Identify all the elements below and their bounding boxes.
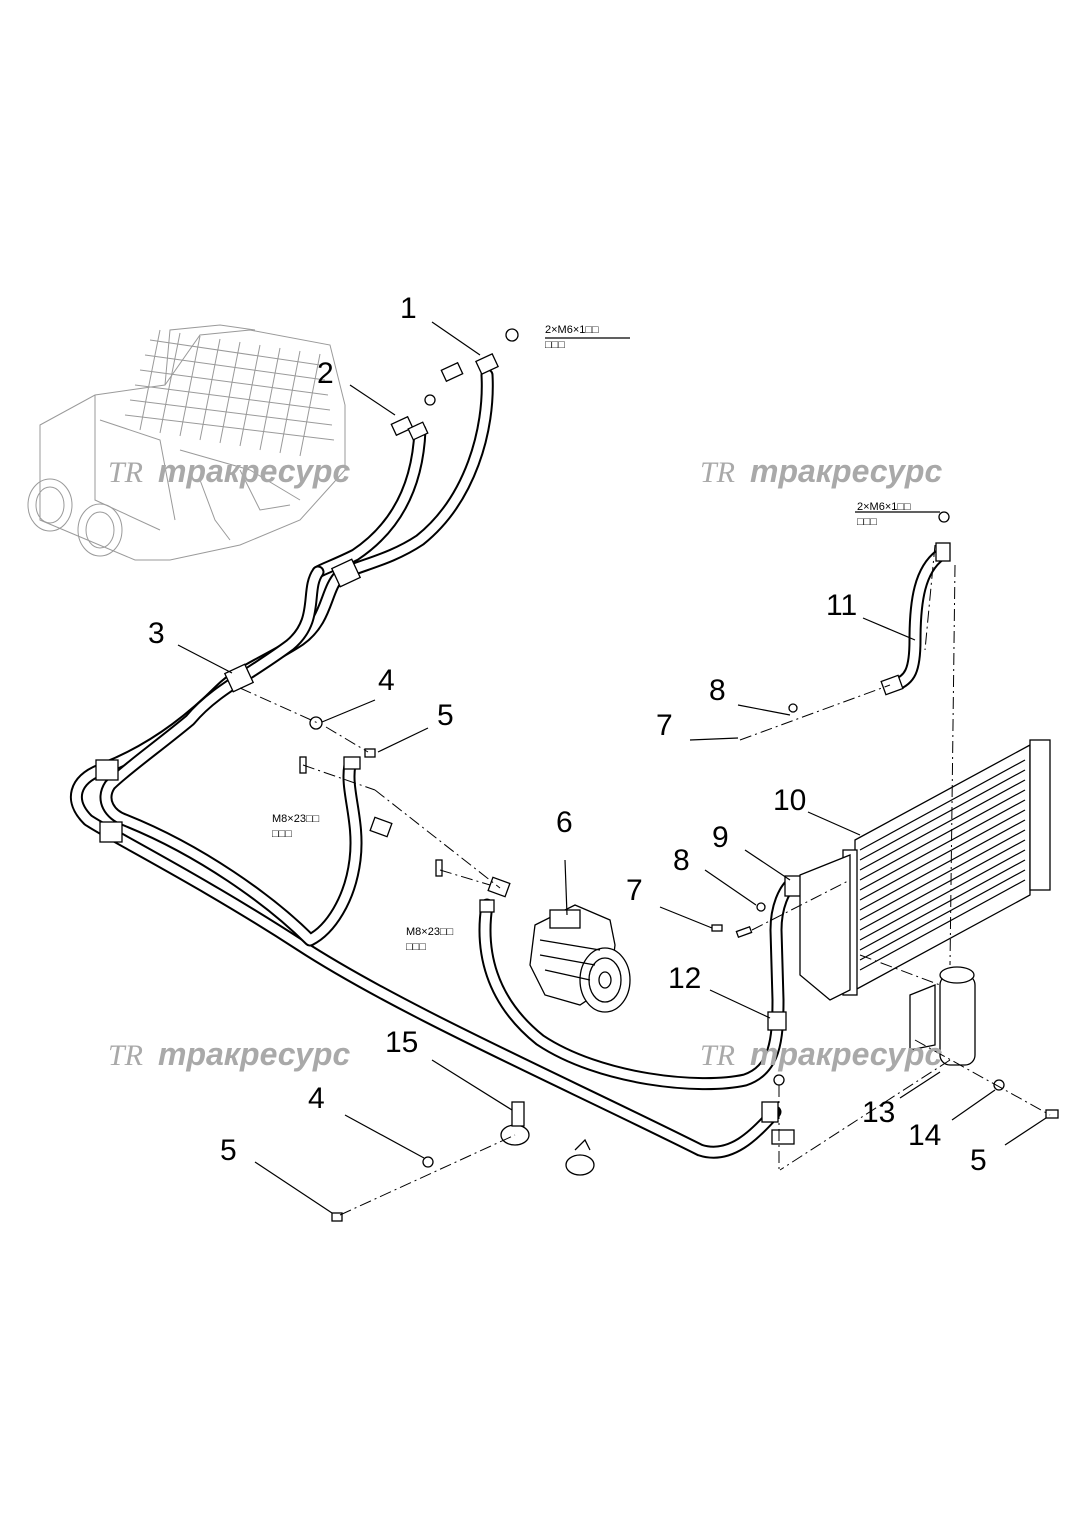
callout-8: 8: [673, 844, 690, 877]
callout-8: 8: [709, 674, 726, 707]
top-fittings: [343, 328, 951, 1145]
callout-4: 4: [378, 664, 395, 697]
watermark-text: тракресурс: [158, 1036, 350, 1072]
spec-line: □□□: [406, 941, 426, 953]
callouts: 1 2 3 4 5 6 7 8 7 8 9 10 11 12 13 14 5 1…: [148, 292, 987, 1177]
callout-2: 2: [317, 357, 334, 390]
watermark-1: TR тракресурс: [108, 453, 350, 489]
condenser: [799, 739, 1051, 1001]
spec-line: □□□: [857, 516, 877, 528]
watermark-3: TR тракресурс: [108, 1036, 350, 1072]
watermark-logo: TR: [700, 1039, 735, 1072]
receiver-drier: [909, 966, 976, 1066]
spec-line: 2×M6×1□□: [857, 501, 911, 513]
spec-line: 2×M6×1□□: [545, 324, 599, 336]
callout-12: 12: [668, 962, 701, 995]
spec-m6-top: 2×M6×1□□ □□□: [545, 324, 599, 351]
callout-7: 7: [656, 709, 673, 742]
callout-7: 7: [626, 874, 643, 907]
loose-clamps: [500, 1101, 595, 1176]
callout-5: 5: [437, 699, 454, 732]
leader-lines: [177, 321, 1047, 1214]
watermark-2: TR тракресурс: [700, 453, 942, 489]
hvac-unit-ghost: [27, 324, 346, 561]
watermark-logo: TR: [108, 456, 143, 489]
hose-clamps: [95, 558, 802, 1031]
spec-m6-right: 2×M6×1□□ □□□: [857, 501, 911, 528]
watermark-text: тракресурс: [750, 453, 942, 489]
alignment-lines: [239, 544, 1051, 1216]
watermark-logo: TR: [108, 1039, 143, 1072]
watermark-4: TR тракресурс: [700, 1036, 942, 1072]
callout-5: 5: [220, 1134, 237, 1167]
spec-m8-center: M8×23□□ □□□: [406, 926, 454, 953]
callout-11: 11: [826, 589, 857, 622]
callout-14: 14: [908, 1119, 941, 1152]
spec-line: M8×23□□: [406, 926, 454, 938]
fasteners: [299, 703, 1059, 1222]
callout-3: 3: [148, 617, 165, 650]
watermark-text: тракресурс: [750, 1036, 942, 1072]
spec-line: □□□: [272, 828, 292, 840]
watermark-logo: TR: [700, 456, 735, 489]
callout-1: 1: [400, 292, 417, 325]
callout-10: 10: [773, 784, 806, 817]
watermark-text: тракресурс: [158, 453, 350, 489]
spec-m8-left: M8×23□□ □□□: [272, 813, 320, 840]
callout-15: 15: [385, 1026, 418, 1059]
callout-4: 4: [308, 1082, 325, 1115]
spec-line: □□□: [545, 339, 565, 351]
callout-9: 9: [712, 821, 729, 854]
compressor: [529, 904, 631, 1013]
spec-line: M8×23□□: [272, 813, 320, 825]
callout-13: 13: [862, 1096, 895, 1129]
hoses: [70, 368, 947, 1159]
callout-5: 5: [970, 1144, 987, 1177]
callout-6: 6: [556, 806, 573, 839]
